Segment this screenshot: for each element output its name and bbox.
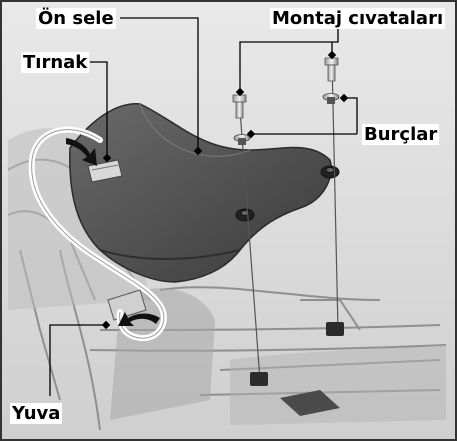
slot-label: Yuva (10, 403, 62, 424)
front-seat-label: Ön sele (36, 8, 116, 29)
mounting-bolts-label: Montaj cıvataları (270, 8, 445, 29)
bushings-label: Burçlar (362, 124, 439, 145)
tab-label: Tırnak (21, 52, 89, 73)
